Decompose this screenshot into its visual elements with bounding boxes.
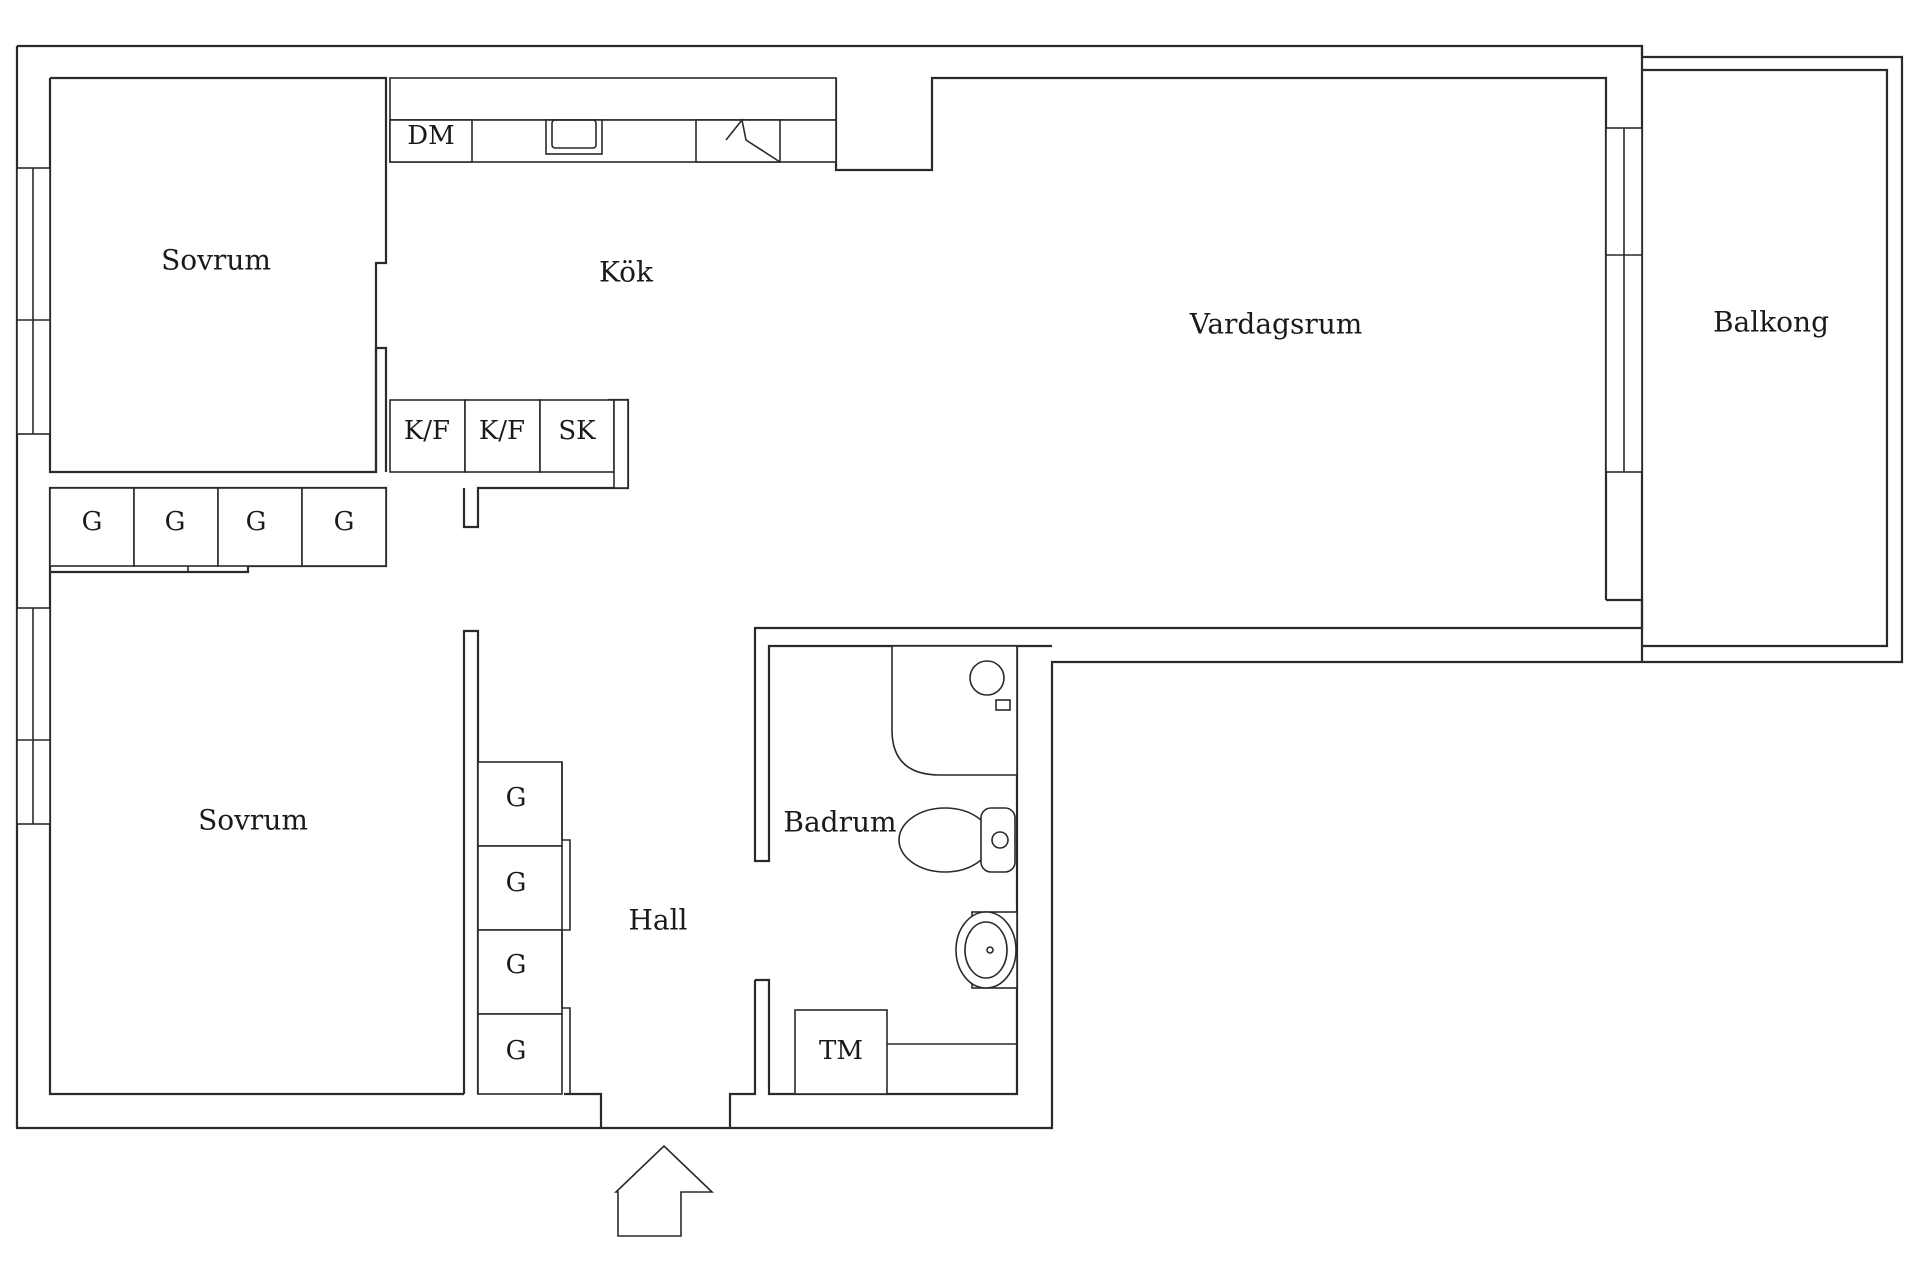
dishwasher [389,119,473,163]
wardrobe-hall-1 [477,761,563,847]
room-label-badrum: Badrum [783,806,896,839]
upper-cabinets [389,77,837,121]
fixture-label-g-hall-4: G [506,1036,527,1066]
toilet-tank-icon [980,807,1016,873]
wardrobe-hall-4 [477,1013,563,1095]
sink-basin [551,119,597,149]
bedroom-top-wall-lower [374,346,388,472]
appliance-block [389,399,629,489]
toilet-bowl-icon [898,807,992,873]
fixture-label-kf-1: K/F [404,416,450,446]
fixture-label-g-top-1: G [82,507,103,537]
storage-cabinet [539,399,615,473]
fixture-label-g-hall-3: G [506,950,527,980]
fixture-label-kf-2: K/F [479,416,525,446]
stove-cut-line [725,118,781,163]
wardrobe-top-1 [49,487,135,567]
block-end [613,399,629,489]
wardrobe-hall-2 [477,845,563,931]
fixture-label-dm: DM [407,121,454,151]
fixture-label-g-top-2: G [165,507,186,537]
fixture-label-tm: TM [819,1036,863,1066]
top-wardrobes [49,487,387,572]
room-label-balkong: Balkong [1713,306,1829,339]
toilet-flush-icon [991,831,1009,849]
fixture-label-sk: SK [558,416,596,446]
entrance-arrow-icon [614,1144,714,1237]
fixture-labels: DM K/F K/F SK TM G G G G G G G G [82,121,863,1066]
washbasin-tap-icon [986,946,994,954]
room-labels: Sovrum Kök Vardagsrum Balkong Sovrum Bad… [161,244,1829,937]
room-label-kok: Kök [599,256,654,289]
wardrobe-top-4 [301,487,387,567]
living-bottom-wall [753,598,1644,863]
fridge-freezer-1 [389,399,466,473]
sink-icon [545,119,603,155]
kitchen-top-wall [834,76,1608,172]
hall-wardrobes [477,761,571,1095]
shower-icon [891,645,1018,776]
fridge-freezer-2 [464,399,541,473]
bedroom-bottom-right-wall [462,629,480,1094]
fixture-label-g-hall-1: G [506,783,527,813]
fixture-label-g-top-4: G [334,507,355,537]
inner-wall-outline [48,76,388,474]
bathroom-fixtures [794,645,1018,1095]
washing-machine [794,1009,888,1095]
room-label-vardagsrum: Vardagsrum [1189,308,1363,341]
entrance-jamb-right [728,980,757,1128]
washbasin-inner [964,921,1008,979]
windows [16,127,1643,825]
stove-icon [695,119,781,163]
room-label-sovrum-bottom: Sovrum [198,804,308,837]
interior-walls [48,76,1644,1128]
shower-drain-icon [969,660,1005,696]
entrance-jamb-left [564,1092,603,1128]
balcony-inner-wall [1642,68,1889,648]
shower-mixer-icon [995,699,1011,711]
fixture-label-g-top-3: G [246,507,267,537]
room-label-sovrum-top: Sovrum [161,244,271,277]
wardrobe-top-3 [217,487,303,567]
fixture-label-g-hall-2: G [506,868,527,898]
room-label-hall: Hall [628,904,687,937]
kitchen-counter [389,77,837,163]
wardrobe-hall-door-line [561,762,571,1094]
